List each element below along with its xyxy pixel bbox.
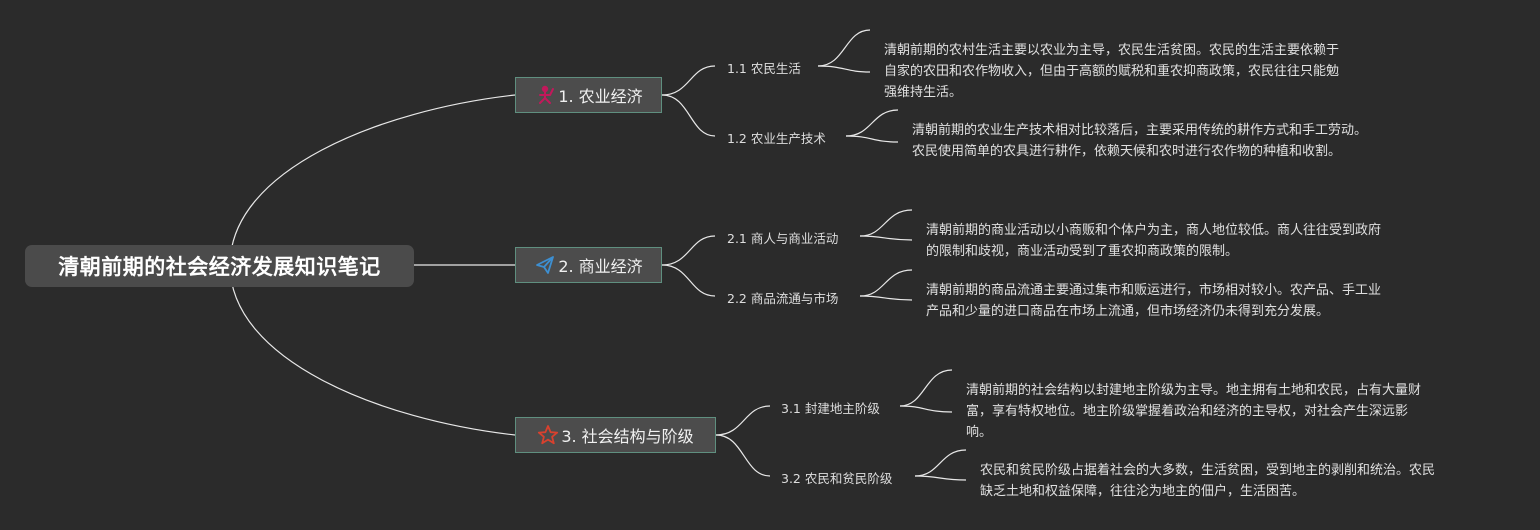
root-topic[interactable]: 清朝前期的社会经济发展知识笔记	[25, 245, 414, 287]
description-line: 缺乏土地和权益保障，往往沦为地主的佃户，生活困苦。	[980, 484, 1306, 499]
branch-agriculture[interactable]: 1. 农业经济	[515, 77, 662, 113]
branch-social-structure[interactable]: 3. 社会结构与阶级	[515, 417, 716, 453]
subtopic-1-2[interactable]: 1.2 农业生产技术	[727, 131, 826, 146]
description-line: 农民使用简单的农具进行耕作，依赖天候和农时进行农作物的种植和收割。	[912, 144, 1342, 159]
subtopic-2-1[interactable]: 2.1 商人与商业活动	[727, 231, 839, 246]
paper-plane-icon	[534, 254, 556, 276]
description-line: 自家的农田和农作物收入，但由于高额的赋税和重农抑商政策，农民往往只能勉	[884, 64, 1340, 79]
description-line: 清朝前期的商品流通主要通过集市和贩运进行，市场相对较小。农产品、手工业	[926, 283, 1382, 298]
description-1-2: 清朝前期的农业生产技术相对比较落后，主要采用传统的耕作方式和手工劳动。 农民使用…	[912, 120, 1432, 162]
star-icon	[537, 424, 559, 446]
subtopic-1-1[interactable]: 1.1 农民生活	[727, 61, 801, 76]
branch-label: 2. 商业经济	[558, 257, 643, 276]
root-title: 清朝前期的社会经济发展知识笔记	[58, 255, 381, 279]
description-3-1: 清朝前期的社会结构以封建地主阶级为主导。地主拥有土地和农民，占有大量财 富，享有…	[966, 380, 1486, 443]
description-line: 清朝前期的农业生产技术相对比较落后，主要采用传统的耕作方式和手工劳动。	[912, 123, 1368, 138]
description-3-2: 农民和贫民阶级占据着社会的大多数，生活贫困，受到地主的剥削和统治。农民 缺乏土地…	[980, 460, 1500, 502]
branch-commerce[interactable]: 2. 商业经济	[515, 247, 662, 283]
description-line: 产品和少量的进口商品在市场上流通，但市场经济仍未得到充分发展。	[926, 304, 1330, 319]
description-line: 富，享有特权地位。地主阶级掌握着政治和经济的主导权，对社会产生深远影	[966, 404, 1409, 419]
description-line: 的限制和歧视，商业活动受到了重农抑商政策的限制。	[926, 244, 1239, 259]
subtopic-3-2[interactable]: 3.2 农民和贫民阶级	[781, 471, 893, 486]
description-line: 响。	[966, 425, 993, 440]
subtopic-3-1[interactable]: 3.1 封建地主阶级	[781, 401, 880, 416]
subtopic-2-2[interactable]: 2.2 商品流通与市场	[727, 291, 839, 306]
farmer-icon	[534, 84, 556, 106]
description-line: 清朝前期的社会结构以封建地主阶级为主导。地主拥有土地和农民，占有大量财	[966, 383, 1422, 398]
description-1-1: 清朝前期的农村生活主要以农业为主导，农民生活贫困。农民的生活主要依赖于 自家的农…	[884, 40, 1404, 103]
branch-label: 1. 农业经济	[558, 87, 643, 106]
description-2-1: 清朝前期的商业活动以小商贩和个体户为主，商人地位较低。商人往往受到政府 的限制和…	[926, 220, 1446, 262]
description-line: 清朝前期的农村生活主要以农业为主导，农民生活贫困。农民的生活主要依赖于	[884, 43, 1340, 58]
branch-label: 3. 社会结构与阶级	[561, 427, 694, 446]
description-line: 农民和贫民阶级占据着社会的大多数，生活贫困，受到地主的剥削和统治。农民	[980, 463, 1436, 478]
description-line: 清朝前期的商业活动以小商贩和个体户为主，商人地位较低。商人往往受到政府	[926, 223, 1382, 238]
description-2-2: 清朝前期的商品流通主要通过集市和贩运进行，市场相对较小。农产品、手工业 产品和少…	[926, 280, 1446, 322]
description-line: 强维持生活。	[884, 85, 963, 100]
